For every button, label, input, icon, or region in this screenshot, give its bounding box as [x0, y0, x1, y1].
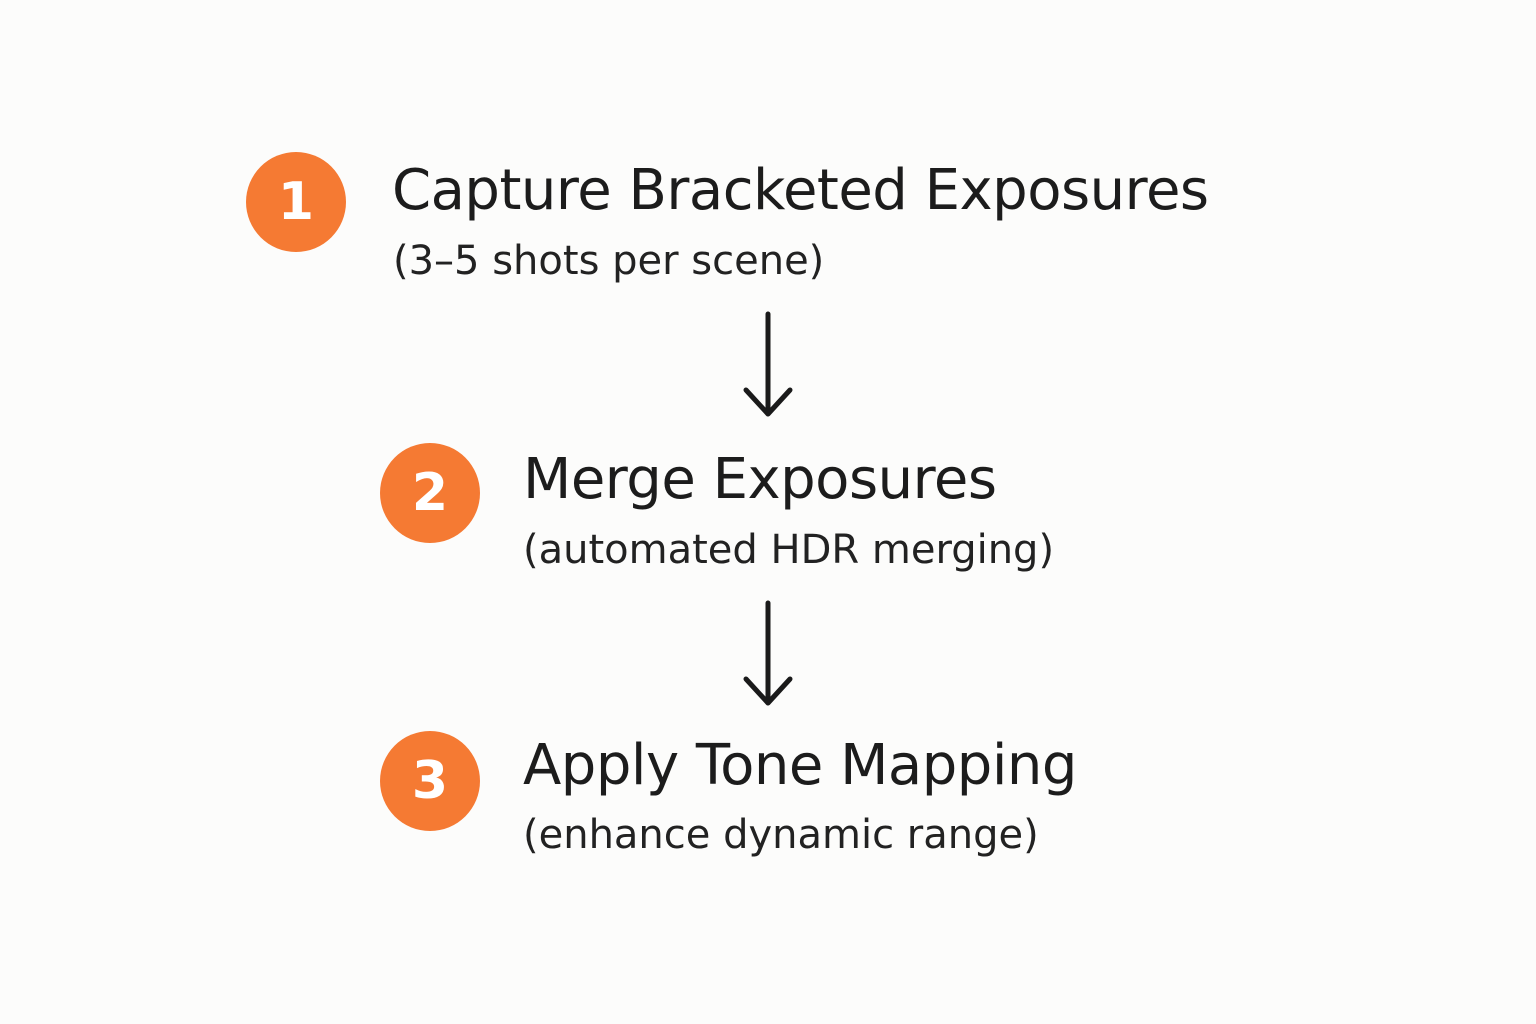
step-2-title: Merge Exposures — [523, 447, 997, 512]
step-1-subtitle: (3–5 shots per scene) — [393, 238, 825, 284]
step-2-subtitle: (automated HDR merging) — [523, 527, 1055, 573]
step-1-badge: 1 — [246, 152, 346, 252]
step-1-title: Capture Bracketed Exposures — [392, 158, 1209, 223]
step-3-title: Apply Tone Mapping — [523, 733, 1077, 798]
arrow-down-icon — [743, 600, 793, 706]
step-3-badge: 3 — [380, 731, 480, 831]
arrow-down-icon — [743, 311, 793, 417]
step-3-subtitle: (enhance dynamic range) — [523, 812, 1039, 858]
step-2-badge: 2 — [380, 443, 480, 543]
